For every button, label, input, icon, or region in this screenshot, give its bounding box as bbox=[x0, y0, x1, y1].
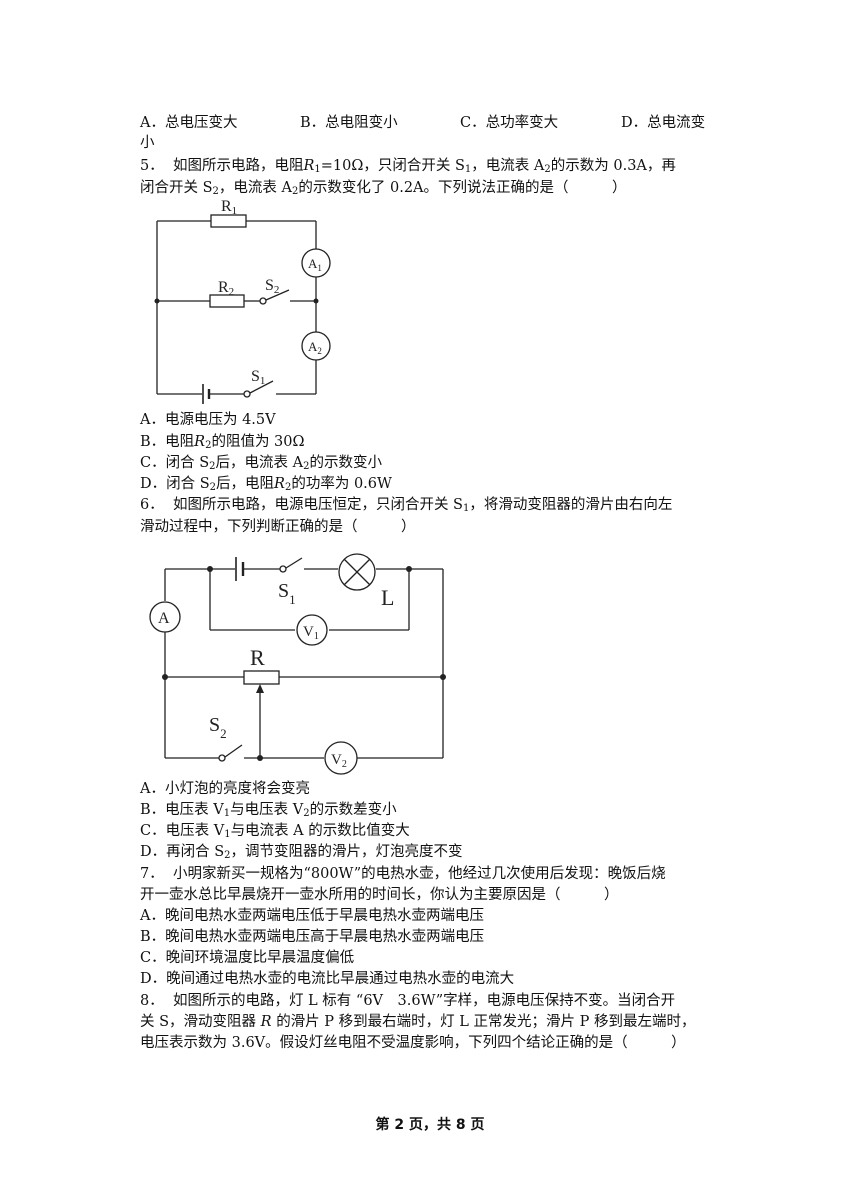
svg-text:S1: S1 bbox=[251, 368, 265, 387]
q5-option-b: B．电阻R2的阻值为 30Ω bbox=[140, 434, 305, 451]
q5-label-r2: R bbox=[218, 279, 229, 296]
q6-label-v1: V bbox=[303, 624, 314, 640]
q6-voltmeter-v1 bbox=[296, 614, 328, 646]
q6-lamp-l bbox=[338, 553, 376, 591]
q7-option-b: B．晚间电热水壶两端电压高于早晨电热水壶两端电压 bbox=[140, 929, 485, 945]
svg-text:V1: V1 bbox=[303, 624, 319, 642]
q6-label-s2: S bbox=[209, 714, 220, 736]
q6-option-d: D．再闭合 S2，调节变阻器的滑片，灯泡亮度不变 bbox=[140, 844, 463, 861]
svg-text:A2: A2 bbox=[308, 339, 322, 356]
q5-switch-s2 bbox=[259, 297, 267, 305]
q5-label-r1: R bbox=[221, 198, 232, 215]
q6-label-s1: S bbox=[278, 580, 289, 602]
q7-option-a: A．晚间电热水壶两端电压低于早晨电热水壶两端电压 bbox=[140, 908, 484, 924]
q4-option-d: D．总电流变 bbox=[621, 115, 706, 131]
q5-label-s2: S bbox=[265, 277, 274, 294]
q5-option-d: D．闭合 S2后，电阻R2的功率为 0.6W bbox=[140, 476, 392, 493]
q6-option-c: C．电压表 V1与电流表 A 的示数比值变大 bbox=[140, 823, 410, 840]
q5-label-a1: A bbox=[308, 256, 318, 271]
q4-option-b: B．总电阻变小 bbox=[300, 115, 398, 131]
q7-option-d: D．晚间通过电热水壶的电流比早晨通过电热水壶的电流大 bbox=[140, 971, 515, 987]
q5-switch-s1 bbox=[243, 390, 251, 398]
svg-text:S1: S1 bbox=[278, 580, 296, 607]
q6-label-l: L bbox=[381, 585, 394, 610]
q5-junction-right bbox=[313, 298, 319, 304]
q8-stem-line3: 电压表示数为 3.6V。假设灯丝电阻不受温度影响，下列四个结论正确的是（ ） bbox=[140, 1035, 686, 1051]
q5-stem-line1: 5． 如图所示电路，电阻R1=10Ω，只闭合开关 S1，电流表 A2的示数为 0… bbox=[140, 158, 676, 175]
page-footer: 第 2 页，共 8 页 bbox=[375, 1117, 485, 1133]
svg-text:A1: A1 bbox=[308, 256, 322, 273]
q6-stem-line2: 滑动过程中，下列判断正确的是（ ） bbox=[140, 519, 416, 535]
q7-stem-line1: 7． 小明家新买一规格为“800W”的电热水壶，他经过几次使用后发现：晚饭后烧 bbox=[140, 866, 666, 882]
q7-option-c: C．晚间环境温度比早晨温度偏低 bbox=[140, 950, 355, 966]
q8-stem-line1: 8． 如图所示的电路，灯 L 标有 “6V 3.6W”字样，电源电压保持不变。当… bbox=[140, 993, 676, 1009]
svg-text:S2: S2 bbox=[265, 277, 279, 296]
q6-option-b: B．电压表 V1与电压表 V2的示数差变小 bbox=[140, 802, 397, 819]
q4-option-c: C．总功率变大 bbox=[460, 115, 559, 131]
q5-junction-left bbox=[154, 298, 160, 304]
q5-stem-line2: 闭合开关 S2，电流表 A2的示数变化了 0.2A。下列说法正确的是（ ） bbox=[140, 180, 627, 197]
q6-switch-s2 bbox=[218, 754, 226, 762]
q5-option-c: C．闭合 S2后，电流表 A2的示数变小 bbox=[140, 455, 382, 472]
q5-label-s1: S bbox=[251, 368, 260, 385]
svg-text:R2: R2 bbox=[218, 279, 234, 298]
q4-option-a: A．总电压变大 bbox=[140, 115, 238, 131]
svg-text:S2: S2 bbox=[209, 714, 227, 741]
q4-option-d-wrap: 小 bbox=[140, 135, 155, 151]
q6-label-a: A bbox=[158, 610, 170, 627]
q5-label-a2: A bbox=[308, 339, 318, 354]
q7-stem-line2: 开一壶水总比早晨烧开一壶水所用的时间长，你认为主要原因是（ ） bbox=[140, 887, 619, 903]
q8-stem-line2: 关 S，滑动变阻器 R 的滑片 P 移到最右端时，灯 L 正常发光；滑片 P 移… bbox=[140, 1014, 696, 1030]
q5-option-a: A．电源电压为 4.5V bbox=[140, 412, 276, 428]
svg-text:V2: V2 bbox=[331, 752, 347, 770]
q6-label-v2: V bbox=[331, 752, 342, 768]
q6-switch-s1 bbox=[279, 565, 287, 573]
q6-option-a: A．小灯泡的亮度将会变亮 bbox=[140, 781, 310, 797]
svg-text:R1: R1 bbox=[221, 198, 237, 217]
q6-stem-line1: 6． 如图所示电路，电源电压恒定，只闭合开关 S1，将滑动变阻器的滑片由右向左 bbox=[140, 497, 673, 514]
q6-rheostat-r bbox=[243, 670, 280, 685]
q6-label-r: R bbox=[250, 645, 265, 670]
